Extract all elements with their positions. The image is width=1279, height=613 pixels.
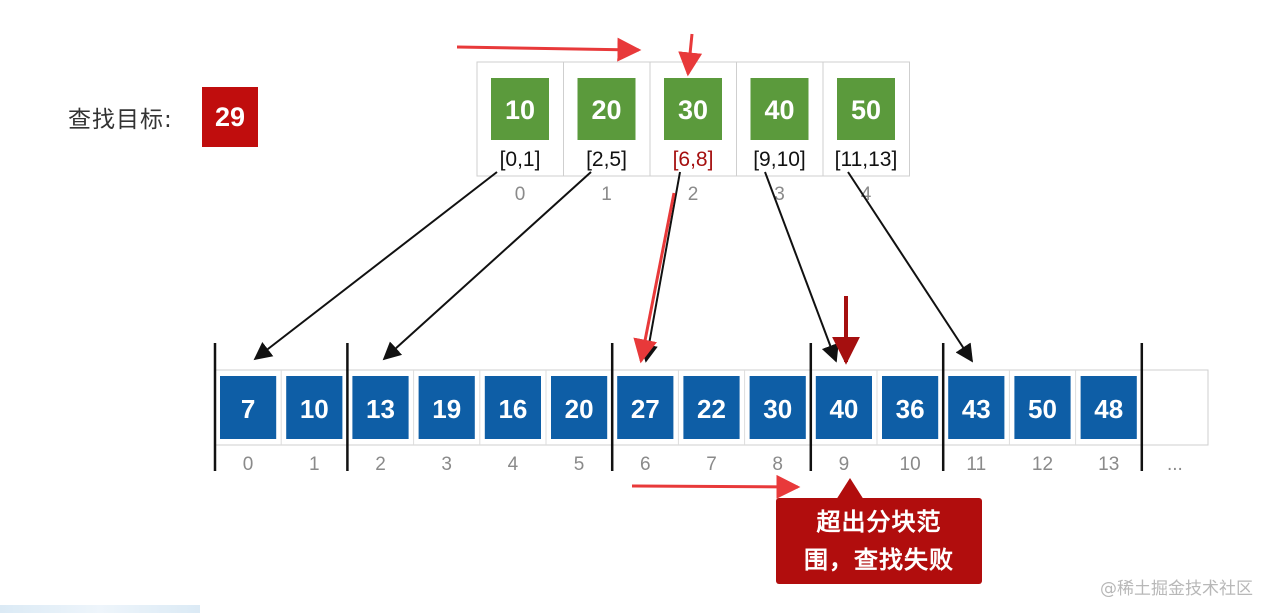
- array-cell-value: 48: [1094, 394, 1123, 424]
- index-block-index: 0: [515, 184, 526, 205]
- array-cell: [948, 376, 1005, 439]
- index-block-range: [9,10]: [753, 148, 806, 171]
- block-array: 7 0 10 1 13 2 19 3 16 4 20 5 27 6 22 7 30 8 40 9 36 10 43 11 50 1…: [213, 343, 1209, 475]
- array-cell-value: 22: [697, 394, 726, 424]
- index-block-max: [664, 78, 722, 140]
- array-cell-value: 40: [829, 394, 858, 424]
- index-block-max: [491, 78, 549, 140]
- block-pointer-arrow: [382, 171, 592, 361]
- index-block-index: 2: [688, 184, 699, 205]
- array-cell-value: 16: [498, 394, 527, 424]
- failure-callout: 超出分块范 围，查找失败: [776, 498, 982, 584]
- index-block-range: [11,13]: [835, 148, 898, 171]
- array-cell-index: 4: [508, 454, 519, 475]
- array-cell: [749, 376, 806, 439]
- bottom-strip: [0, 605, 200, 613]
- array-cell-value: 43: [962, 394, 991, 424]
- array-cell-index: 6: [640, 454, 651, 475]
- array-cell-index: 0: [243, 454, 254, 475]
- block-pointer-arrow: [764, 171, 839, 363]
- array-cell-index: 3: [441, 454, 452, 475]
- arrows: [253, 33, 973, 499]
- search-target-label: 查找目标:: [68, 107, 173, 133]
- array-cell-index: 2: [375, 454, 386, 475]
- index-block-range: [2,5]: [586, 148, 627, 171]
- array-cell-value: 10: [300, 394, 329, 424]
- array-cell: [1014, 376, 1071, 439]
- array-cell-index: 9: [839, 454, 850, 475]
- block-pointer-arrow: [253, 171, 498, 361]
- scan-arrow-top: [456, 37, 642, 62]
- callout-line-1: 超出分块范: [816, 508, 942, 536]
- array-cell-value: 13: [366, 394, 395, 424]
- array-cell-value: 30: [763, 394, 792, 424]
- block-pointer-arrow: [640, 171, 681, 363]
- array-cell: [352, 376, 409, 439]
- array-cell-index: 8: [772, 454, 783, 475]
- scan-arrow-bottom: [631, 474, 801, 499]
- jump-to-block-arrow: [633, 192, 676, 364]
- array-cell: [484, 376, 541, 439]
- array-cell: [286, 376, 343, 439]
- search-target-value: 29: [202, 87, 258, 147]
- index-block-max-label: 30: [678, 95, 708, 125]
- index-block-range: [6,8]: [673, 148, 714, 171]
- index-table: 10 [0,1] 0 20 [2,5] 1 30 [6,8] 2 40 [9,10] 3 50 [11,1…: [476, 61, 910, 205]
- array-cell: [617, 376, 674, 439]
- watermark: @稀土掘金技术社区: [1100, 579, 1253, 599]
- index-block-max-label: 20: [591, 95, 621, 125]
- array-cell: [683, 376, 740, 439]
- index-block-max-label: 40: [764, 95, 794, 125]
- index-block-max: [750, 78, 809, 140]
- index-block-range: [0,1]: [500, 148, 541, 171]
- callout-pointer: [836, 478, 864, 500]
- array-cell-value: 19: [432, 394, 461, 424]
- index-block-index: 4: [861, 184, 872, 205]
- array-cell-value: 50: [1028, 394, 1057, 424]
- index-block-max-label: 50: [851, 95, 881, 125]
- locate-block-arrow: [678, 33, 703, 77]
- block-pointer-arrow: [847, 171, 973, 363]
- array-cell-index: 10: [900, 454, 921, 475]
- array-cell-value: 36: [896, 394, 925, 424]
- array-cell: [418, 376, 475, 439]
- index-block-max-label: 10: [505, 95, 535, 125]
- index-block-max: [577, 78, 636, 140]
- index-block-index: 3: [774, 184, 785, 205]
- array-cell-index: 1: [309, 454, 320, 475]
- array-cell: [551, 376, 608, 439]
- callout-line-2: 围，查找失败: [804, 546, 954, 574]
- array-cell: [1080, 376, 1137, 439]
- array-cell-index: 5: [574, 454, 585, 475]
- array-cell-value: 7: [241, 394, 255, 424]
- array-cell-value: 20: [565, 394, 594, 424]
- array-cell-index: 7: [706, 454, 717, 475]
- index-block-max: [837, 78, 895, 140]
- array-cell-index: 11: [966, 454, 986, 475]
- array-cell-index: 12: [1032, 454, 1053, 475]
- index-block-index: 1: [601, 184, 612, 205]
- array-ellipsis: ...: [1167, 454, 1183, 475]
- array-cell: [882, 376, 939, 439]
- array-cell: [815, 376, 872, 439]
- array-cell: [220, 376, 277, 439]
- array-cell-value: 27: [631, 394, 660, 424]
- array-cell-index: 13: [1098, 454, 1119, 475]
